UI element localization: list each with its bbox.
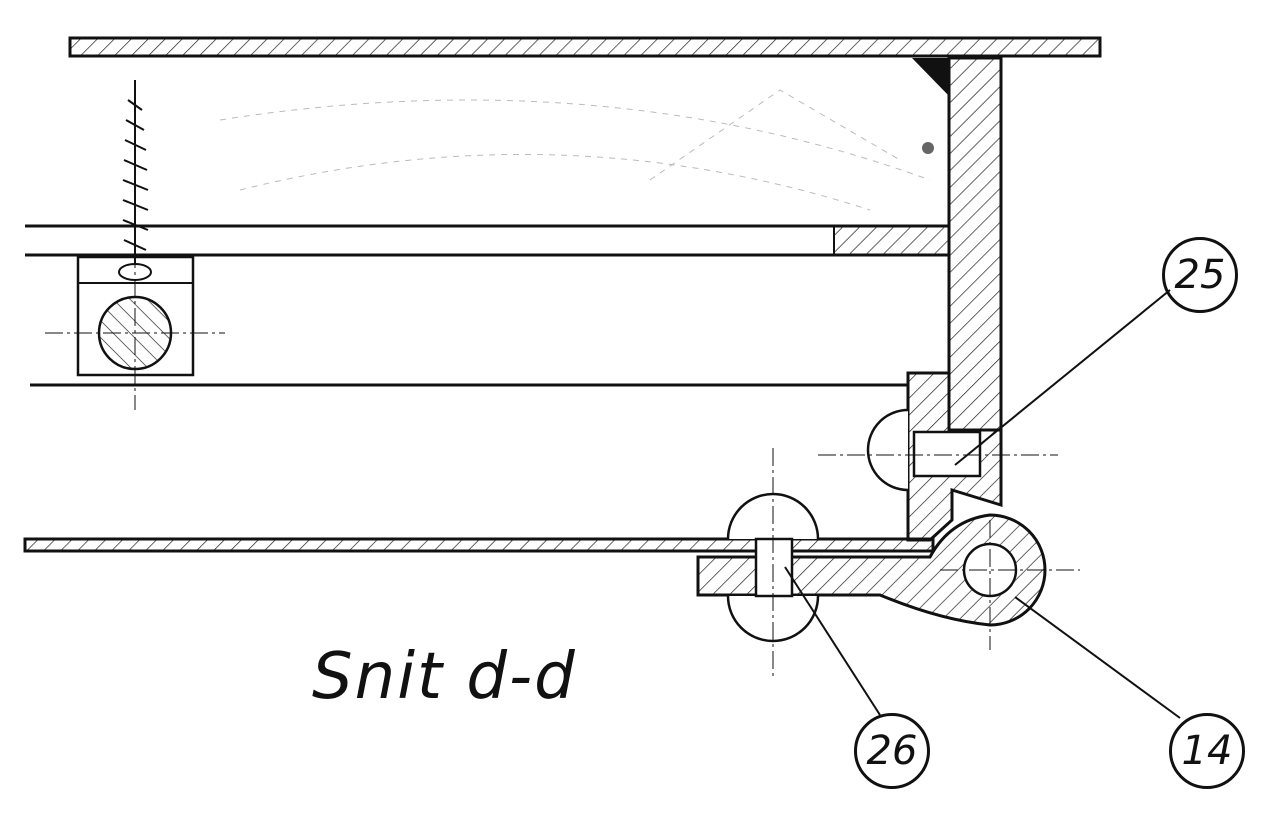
section-title: Snit d-d (312, 640, 577, 714)
leader-lines (784, 289, 1181, 719)
vertical-wall (912, 56, 1003, 432)
callout-14: 14 (1169, 713, 1245, 789)
horizontal-board (25, 224, 950, 257)
callout-25: 25 (1162, 237, 1238, 313)
top-plate (68, 36, 1102, 58)
round-bar-block (45, 250, 225, 410)
hinge-leaf (696, 513, 1080, 650)
callout-26: 26 (854, 713, 930, 789)
wall-bracket (818, 371, 1058, 542)
bottom-plate (23, 537, 935, 553)
background-trace-lines (219, 89, 931, 211)
